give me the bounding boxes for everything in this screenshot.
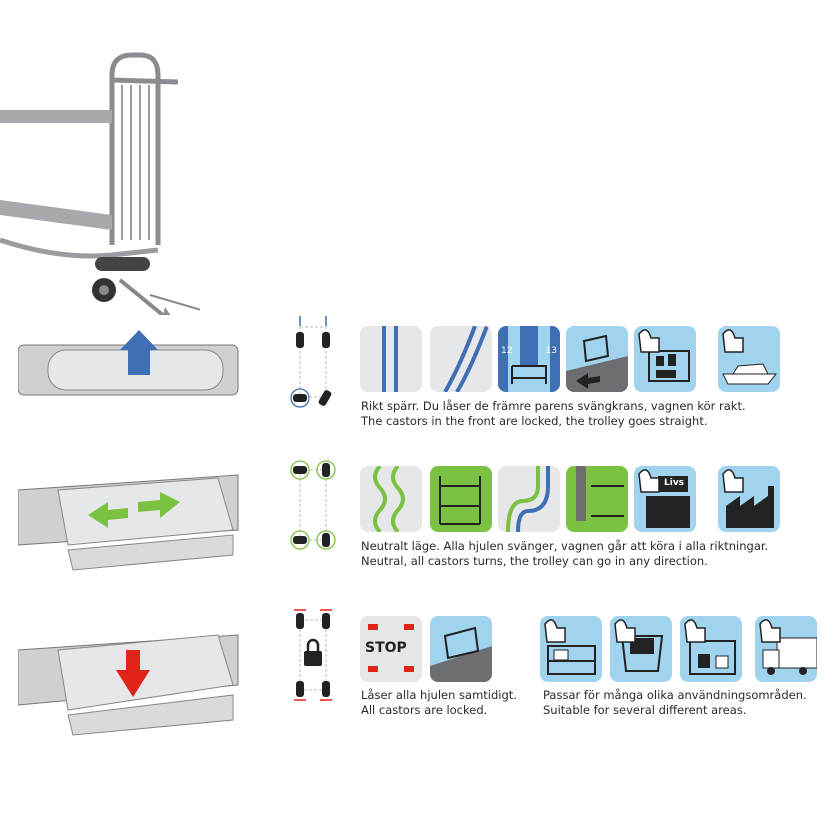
tile-stop: STOP bbox=[360, 616, 422, 682]
caption-english: Neutral, all castors turns, the trolley … bbox=[361, 554, 708, 568]
tile-thumbs-up-factory bbox=[718, 466, 780, 532]
caption-english: The castors in the front are locked, the… bbox=[361, 414, 708, 428]
mode-neutral-caption: Neutralt läge. Alla hjulen svänger, vagn… bbox=[361, 539, 768, 569]
caption-swedish: Neutralt läge. Alla hjulen svänger, vagn… bbox=[361, 539, 769, 553]
tile-straight-lines bbox=[360, 326, 422, 392]
tile-thumbs-up-boat bbox=[718, 326, 780, 392]
shop-sign-label: Livs bbox=[664, 478, 685, 488]
thumbs-up-icon bbox=[544, 619, 566, 643]
brake-pedal bbox=[95, 257, 150, 271]
thumbs-up-icon bbox=[684, 619, 706, 643]
stop-label: STOP bbox=[365, 640, 407, 656]
thumbs-up-icon bbox=[614, 619, 636, 643]
arrow-up-icon bbox=[120, 330, 158, 375]
tile-slope-trolley bbox=[430, 616, 492, 682]
thumbs-up-icon bbox=[638, 329, 660, 353]
tile-turn bbox=[498, 466, 560, 532]
mode-locked-caption: Låser alla hjulen samtidigt. All castors… bbox=[361, 688, 517, 718]
tile-thumbs-up-cleaning bbox=[680, 616, 742, 682]
castor-diagram-neutral bbox=[290, 460, 336, 550]
tile-aisle: 12 13 bbox=[498, 326, 560, 392]
tile-corner bbox=[566, 466, 628, 532]
pedal-neutral-illustration bbox=[18, 474, 239, 571]
tile-label-13: 13 bbox=[545, 346, 557, 356]
tile-thumbs-up-boxes bbox=[540, 616, 602, 682]
padlock-icon bbox=[304, 638, 322, 666]
pedal-up-illustration bbox=[18, 330, 239, 396]
caption-english: Suitable for several different areas. bbox=[543, 703, 747, 717]
arrow-down-icon bbox=[116, 650, 150, 697]
thumbs-up-icon bbox=[722, 469, 744, 493]
usage-caption: Passar för många olika användningsområde… bbox=[543, 688, 807, 718]
tile-thumbs-up-truck bbox=[755, 616, 817, 682]
trolley-illustration bbox=[0, 52, 200, 315]
castor-diagram-locked bbox=[294, 609, 332, 701]
castor-diagram-directional bbox=[290, 316, 332, 408]
tile-wavy bbox=[360, 466, 422, 532]
caption-swedish: Rikt spärr. Du låser de främre parens sv… bbox=[361, 399, 746, 413]
caption-swedish: Passar för många olika användningsområde… bbox=[543, 688, 807, 702]
tile-curve bbox=[430, 326, 492, 392]
thumbs-up-icon bbox=[722, 329, 744, 353]
pedal-down-illustration bbox=[18, 634, 239, 736]
caption-swedish: Låser alla hjulen samtidigt. bbox=[361, 688, 517, 702]
tile-shelf-trolley bbox=[430, 466, 492, 532]
arrow-left-icon bbox=[88, 502, 128, 528]
tile-thumbs-up-shop: Livs bbox=[634, 466, 696, 532]
tile-label-12: 12 bbox=[501, 346, 513, 356]
tile-ramp bbox=[566, 326, 628, 392]
tile-thumbs-up-laundry bbox=[610, 616, 672, 682]
caption-english: All castors are locked. bbox=[361, 703, 488, 717]
thumbs-up-icon bbox=[759, 619, 781, 643]
mode-directional-caption: Rikt spärr. Du låser de främre parens sv… bbox=[361, 399, 746, 429]
tile-thumbs-up-cargo bbox=[634, 326, 696, 392]
arrow-right-icon bbox=[138, 492, 180, 518]
thumbs-up-icon bbox=[638, 469, 660, 493]
